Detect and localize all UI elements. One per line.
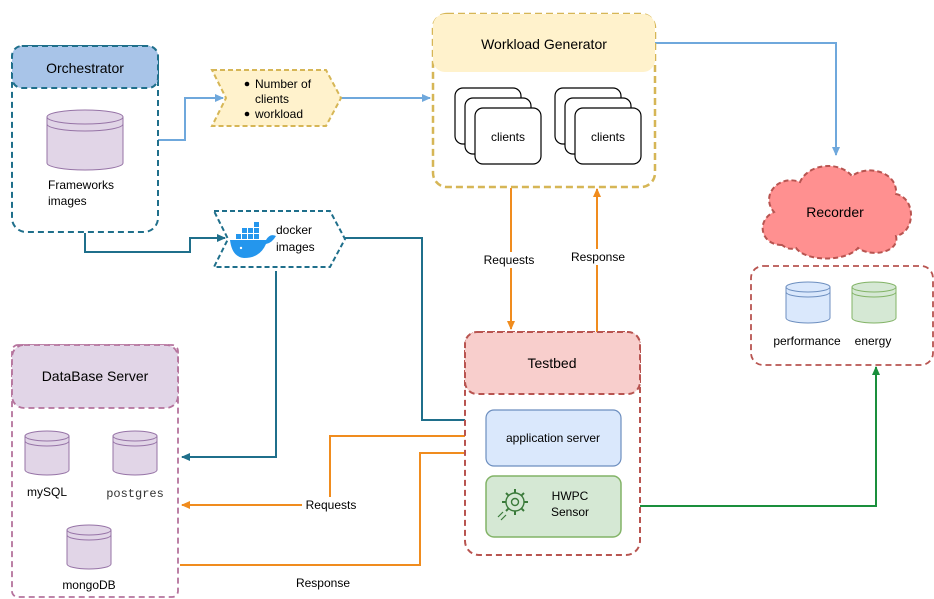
docker-label-2: images [276, 240, 315, 254]
edge-docker-to-database [181, 271, 277, 461]
edge-label-requests-bottom: Requests [306, 498, 357, 512]
app-server-label: application server [506, 431, 600, 445]
database-header [11, 344, 179, 409]
docker-node: docker images [212, 210, 347, 268]
clients-stack-a: clients [454, 87, 542, 165]
params-clients-label-1: Number of [255, 77, 312, 91]
database-server-node: DataBase Server mySQL postgres mongoDB [11, 344, 179, 598]
clients-stack-b: clients [554, 87, 642, 165]
mysql-label: mySQL [27, 485, 67, 499]
clients-label-a: clients [491, 130, 525, 144]
workload-header [433, 14, 655, 72]
edge-label-response-top: Response [571, 250, 625, 264]
edge-orchestrator-to-params [158, 94, 224, 141]
database-title: DataBase Server [42, 368, 149, 384]
bullet-icon [244, 81, 250, 87]
gear-icon [497, 489, 528, 521]
performance-label: performance [773, 334, 841, 348]
performance-database-icon [785, 281, 831, 324]
connectors [84, 42, 880, 566]
recorder-cloud [761, 164, 912, 260]
recorder-node: Recorder performance energy [750, 164, 934, 366]
postgres-database-icon [112, 430, 158, 476]
workload-generator-node: Workload Generator clients clients [431, 12, 657, 189]
testbed-title: Testbed [527, 355, 576, 371]
orchestrator-header [11, 45, 159, 89]
app-server-box [485, 409, 622, 467]
edge-label-requests-top: Requests [484, 253, 535, 267]
orchestrator-title: Orchestrator [46, 60, 124, 76]
edge-orchestrator-to-docker [84, 233, 226, 253]
mysql-database-icon [24, 430, 70, 476]
hwpc-sensor-label-1: HWPC [552, 489, 589, 503]
hwpc-sensor-box [485, 475, 622, 538]
clients-label-b: clients [591, 130, 625, 144]
recorder-storage-container [750, 265, 934, 366]
frameworks-images-label-2: images [48, 194, 87, 208]
energy-database-icon [851, 281, 897, 324]
edge-database-to-app-response [180, 449, 485, 566]
edge-workload-to-recorder [655, 42, 840, 156]
edge-docker-to-app-server [345, 237, 485, 424]
mongodb-label: mongoDB [62, 578, 115, 592]
params-node: Number of clients workload [210, 69, 343, 127]
edge-label-response-bottom: Response [296, 576, 350, 590]
energy-label: energy [855, 334, 892, 348]
testbed-node: Testbed application server HWPC Sensor [464, 331, 641, 556]
docker-whale-icon [230, 222, 276, 258]
workload-title: Workload Generator [481, 36, 607, 52]
docker-label-1: docker [276, 223, 312, 237]
orchestrator-node: Orchestrator Frameworks images [11, 45, 159, 233]
recorder-title: Recorder [806, 204, 864, 220]
frameworks-images-label-1: Frameworks [48, 178, 114, 192]
bullet-icon [244, 111, 250, 117]
docker-shape [212, 210, 347, 268]
edge-sensor-to-recorder [621, 366, 880, 507]
params-shape [210, 69, 343, 127]
hwpc-sensor-label-2: Sensor [551, 505, 589, 519]
postgres-label: postgres [106, 487, 164, 501]
testbed-header [464, 331, 641, 395]
params-workload-label: workload [254, 107, 303, 121]
mongodb-database-icon [66, 524, 112, 570]
params-clients-label-2: clients [255, 92, 289, 106]
frameworks-images-database-icon [46, 109, 124, 171]
edge-app-to-database-requests [181, 435, 486, 509]
